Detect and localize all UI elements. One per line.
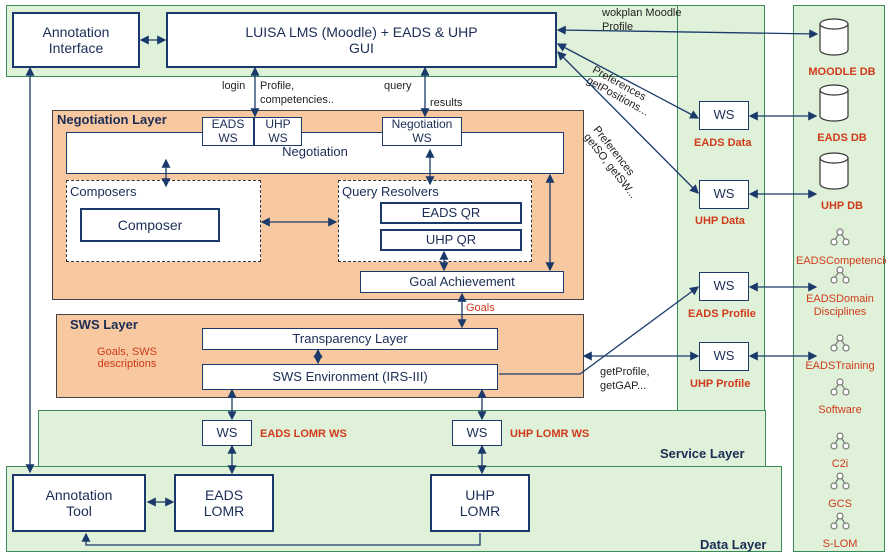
- ontology-icon-3: [830, 334, 850, 352]
- ontology-label-eadsdomain: EADSDomain Disciplines: [806, 293, 874, 319]
- data-layer-title: Data Layer: [700, 537, 767, 552]
- results-label: results: [430, 97, 463, 109]
- eads-ws-box[interactable]: EADS WS: [202, 117, 254, 146]
- eads-data-ws-box[interactable]: WS: [699, 101, 749, 130]
- ontology-label-c2i: C2i: [831, 458, 849, 470]
- ontology-icon-5: [830, 432, 850, 450]
- db-column: [793, 5, 885, 552]
- db-cylinder-moodle: [819, 18, 849, 56]
- annotation-interface-box[interactable]: Annotation Interface: [12, 12, 140, 68]
- uhp-qr-box[interactable]: UHP QR: [380, 229, 522, 251]
- negotiation-box[interactable]: Negotiation: [66, 132, 564, 174]
- sws-eads-profile-link: [499, 286, 700, 375]
- lms-uhp-data-link: [557, 51, 699, 194]
- service-layer-title: Service Layer: [660, 446, 745, 461]
- composers-title: Composers: [70, 184, 137, 199]
- moodle-db-label: MOODLE DB: [808, 66, 876, 78]
- eads-data-label: EADS Data: [694, 137, 752, 149]
- sws-environment-box[interactable]: SWS Environment (IRS-III): [202, 364, 498, 390]
- goals-label: Goals: [466, 302, 495, 314]
- ontology-label-slom: S-LOM: [822, 538, 858, 550]
- ontology-icon-1: [830, 228, 850, 246]
- sws-layer-annotation: Goals, SWS descriptions: [97, 346, 157, 370]
- eads-qr-box[interactable]: EADS QR: [380, 202, 522, 224]
- profile-competencies-label: Profile, competencies..: [260, 80, 334, 106]
- db-cylinder-eads: [819, 84, 849, 122]
- negotiation-layer-title: Negotiation Layer: [57, 112, 167, 127]
- query-resolvers-title: Query Resolvers: [342, 184, 439, 199]
- uhp-db-label: UHP DB: [821, 200, 863, 212]
- uhp-ws-box[interactable]: UHP WS: [254, 117, 302, 146]
- uhp-profile-ws-box[interactable]: WS: [699, 342, 749, 371]
- goal-achievement-box[interactable]: Goal Achievement: [360, 271, 564, 293]
- lms-moodle-db-link: [556, 25, 819, 39]
- ontology-icon-7: [830, 512, 850, 530]
- eads-lomr-ws-label: EADS LOMR WS: [260, 428, 347, 440]
- eads-lomr-box[interactable]: EADS LOMR: [174, 474, 274, 532]
- ontology-label-software: Software: [818, 404, 862, 416]
- ontology-label-eadscompetencies: EADSCompetencies: [796, 255, 886, 267]
- annotation-tool-box[interactable]: Annotation Tool: [12, 474, 146, 532]
- eads-lomr-ws-box[interactable]: WS: [202, 420, 252, 446]
- lomr-annotation-tool-link: [81, 532, 481, 546]
- composer-box[interactable]: Composer: [80, 208, 220, 242]
- transparency-layer-box[interactable]: Transparency Layer: [202, 328, 498, 350]
- eads-profile-ws-box[interactable]: WS: [699, 272, 749, 301]
- getprofile-label: getProfile, getGAP...: [600, 366, 650, 392]
- ontology-icon-2: [830, 266, 850, 284]
- db-cylinder-uhp: [819, 152, 849, 190]
- ontology-label-gcs: GCS: [828, 498, 852, 510]
- login-label: login: [222, 80, 246, 92]
- negotiation-ws-box[interactable]: Negotiation WS: [382, 117, 462, 146]
- uhp-data-ws-box[interactable]: WS: [699, 180, 749, 209]
- uhp-lomr-ws-box[interactable]: WS: [452, 420, 502, 446]
- lms-gui-box[interactable]: LUISA LMS (Moodle) + EADS & UHP GUI: [166, 12, 557, 68]
- uhp-lomr-ws-label: UHP LOMR WS: [510, 428, 590, 440]
- query-label: query: [384, 80, 412, 92]
- ontology-icon-4: [830, 378, 850, 396]
- ontology-label-eadstraining: EADSTraining: [805, 360, 875, 372]
- eads-db-label: EADS DB: [817, 132, 867, 144]
- eads-profile-label: EADS Profile: [688, 308, 756, 320]
- ontology-icon-6: [830, 472, 850, 490]
- lms-eads-data-link: [556, 43, 700, 119]
- uhp-lomr-box[interactable]: UHP LOMR: [430, 474, 530, 532]
- sws-layer-title: SWS Layer: [70, 317, 138, 332]
- uhp-data-label: UHP Data: [695, 215, 745, 227]
- uhp-profile-label: UHP Profile: [690, 378, 751, 390]
